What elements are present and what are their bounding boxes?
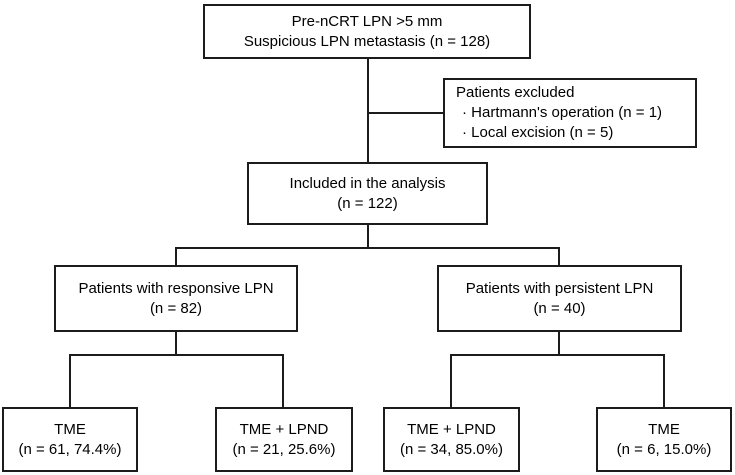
box-line: (n = 40) (533, 299, 586, 317)
box-tme-persistent: TME (n = 6, 15.0%) (596, 407, 732, 472)
box-line: · Local excision (n = 5) (462, 124, 614, 141)
box-line: (n = 34, 85.0%) (400, 440, 503, 458)
box-line: TME (54, 420, 86, 438)
box-line: Suspicious LPN metastasis (n = 128) (243, 32, 491, 50)
connector-responsive-down (175, 332, 177, 355)
box-line: Included in the analysis (289, 174, 446, 192)
connector-persistent-drop (558, 247, 560, 265)
connector-responsive-drop (175, 247, 177, 265)
box-line: (n = 61, 74.4%) (18, 440, 122, 458)
connector-responsive-split (69, 354, 284, 356)
box-line: TME + LPND (407, 420, 496, 438)
connector-included-down (367, 225, 369, 248)
box-line: Patients excluded (456, 84, 575, 101)
box-patients-excluded: Patients excluded · Hartmann's operation… (443, 78, 697, 148)
box-line: Patients with persistent LPN (465, 279, 654, 297)
connector-persistent-down (558, 332, 560, 355)
box-tme-lpnd-responsive: TME + LPND (n = 21, 25.6%) (215, 407, 353, 472)
box-tme-lpnd-persistent: TME + LPND (n = 34, 85.0%) (383, 407, 520, 472)
box-line: Patients with responsive LPN (78, 279, 274, 297)
connector-main-split (175, 247, 560, 249)
box-line: (n = 122) (337, 194, 398, 212)
box-line: TME + LPND (239, 420, 329, 438)
connector-to-excluded (367, 112, 443, 114)
box-pre-ncrt-suspicious-lpn: Pre-nCRT LPN >5 mm Suspicious LPN metast… (203, 4, 531, 59)
box-responsive-lpn: Patients with responsive LPN (n = 82) (54, 265, 298, 332)
connector-lpnd-persistent-drop (450, 354, 452, 407)
box-line: (n = 6, 15.0%) (616, 440, 712, 458)
connector-lpnd-responsive-drop (282, 354, 284, 407)
box-line: (n = 21, 25.6%) (232, 440, 336, 458)
connector-persistent-split (450, 354, 665, 356)
connector-tme-persistent-drop (663, 354, 665, 407)
box-tme-responsive: TME (n = 61, 74.4%) (2, 407, 138, 472)
box-line: Pre-nCRT LPN >5 mm (291, 12, 443, 30)
connector-tme-responsive-drop (69, 354, 71, 407)
box-line: · Hartmann's operation (n = 1) (462, 104, 663, 121)
box-line: TME (648, 420, 680, 438)
box-persistent-lpn: Patients with persistent LPN (n = 40) (437, 265, 682, 332)
connector-top-to-included (367, 59, 369, 162)
box-line: (n = 82) (149, 299, 203, 317)
box-included-in-analysis: Included in the analysis (n = 122) (247, 162, 488, 225)
